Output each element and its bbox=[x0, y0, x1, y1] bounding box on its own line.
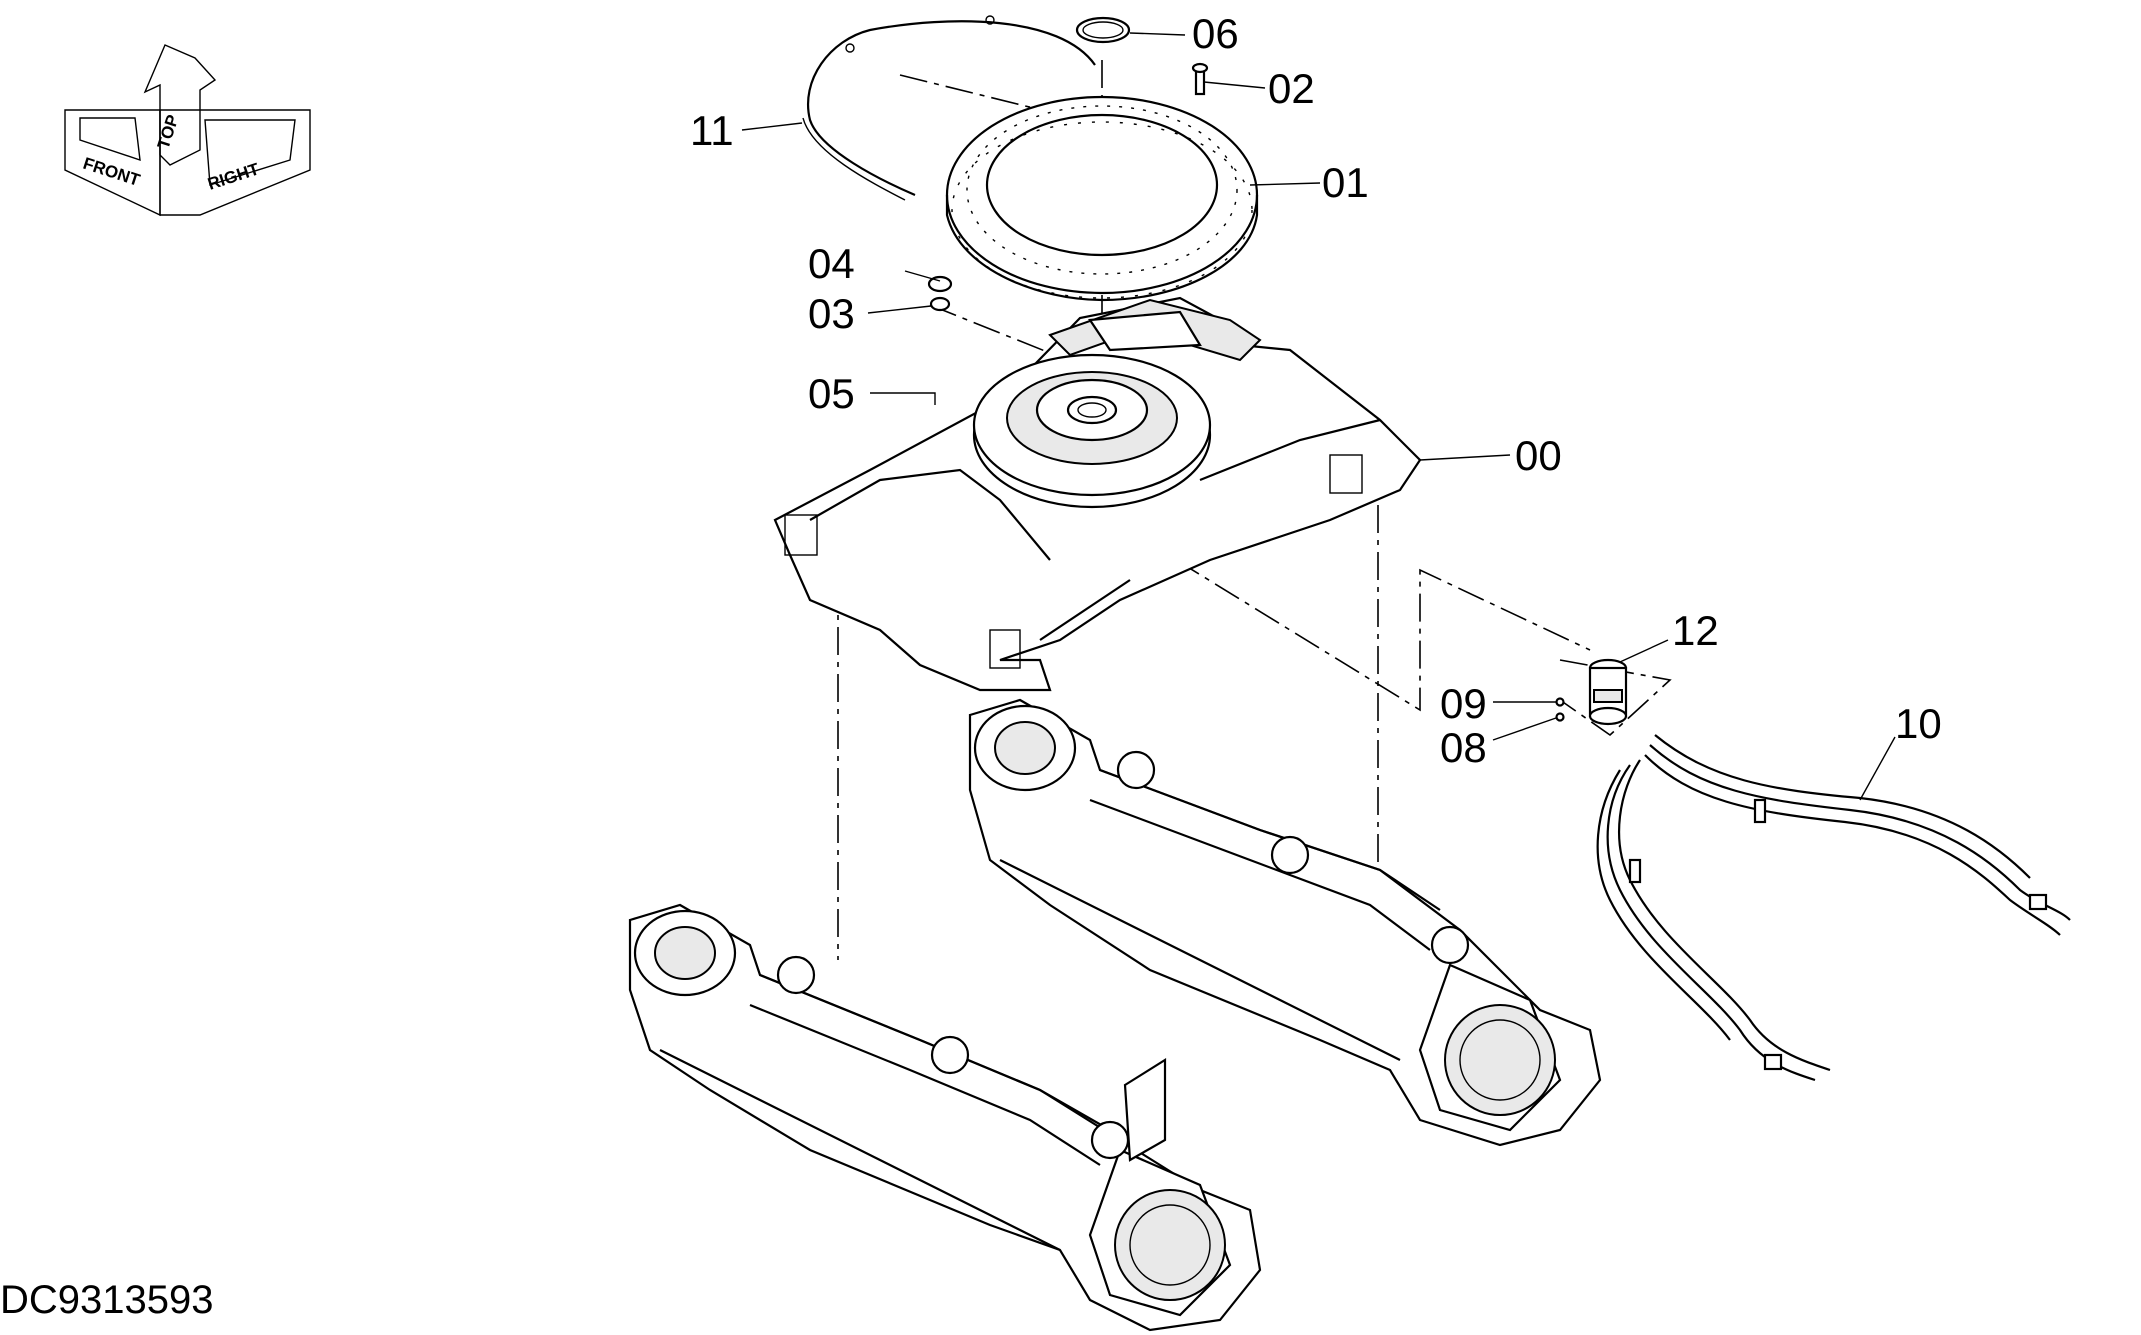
part-00-car-body bbox=[773, 296, 1422, 692]
callout-01: 01 bbox=[1322, 159, 1369, 206]
callout-00: 00 bbox=[1515, 432, 1562, 479]
callout-04: 04 bbox=[808, 240, 855, 287]
part-09-08-fittings bbox=[1555, 697, 1565, 722]
track-frame-left bbox=[628, 903, 1262, 1332]
callout-03: 03 bbox=[808, 290, 855, 337]
leader-lines bbox=[741, 32, 1896, 801]
callout-08: 08 bbox=[1440, 724, 1487, 771]
part-11-hose bbox=[802, 15, 1096, 201]
callout-09: 09 bbox=[1440, 680, 1487, 727]
part-01-swing-bearing bbox=[945, 95, 1259, 302]
drawing-code: DC9313593 bbox=[0, 1278, 214, 1322]
orientation-right-label: RIGHT bbox=[205, 159, 262, 194]
orientation-top-label: TOP bbox=[154, 112, 183, 151]
callout-12: 12 bbox=[1672, 607, 1719, 654]
part-10-hose-assembly bbox=[1596, 734, 2071, 1082]
callout-labels: 06 02 11 01 04 03 05 00 12 10 09 08 bbox=[690, 10, 1942, 771]
callout-02: 02 bbox=[1268, 65, 1315, 112]
part-12-swivel-joint bbox=[1588, 658, 1628, 726]
callout-10: 10 bbox=[1895, 700, 1942, 747]
callout-06: 06 bbox=[1192, 10, 1239, 57]
callout-11: 11 bbox=[690, 107, 734, 154]
part-02-bolt bbox=[1191, 62, 1209, 96]
part-06-o-ring bbox=[1075, 16, 1131, 44]
part-04-03-washers bbox=[927, 275, 953, 312]
callout-05: 05 bbox=[808, 370, 855, 417]
track-frame-right bbox=[968, 698, 1602, 1147]
orientation-front-label: FRONT bbox=[81, 154, 143, 190]
orientation-indicator: FRONT TOP RIGHT bbox=[64, 44, 311, 217]
